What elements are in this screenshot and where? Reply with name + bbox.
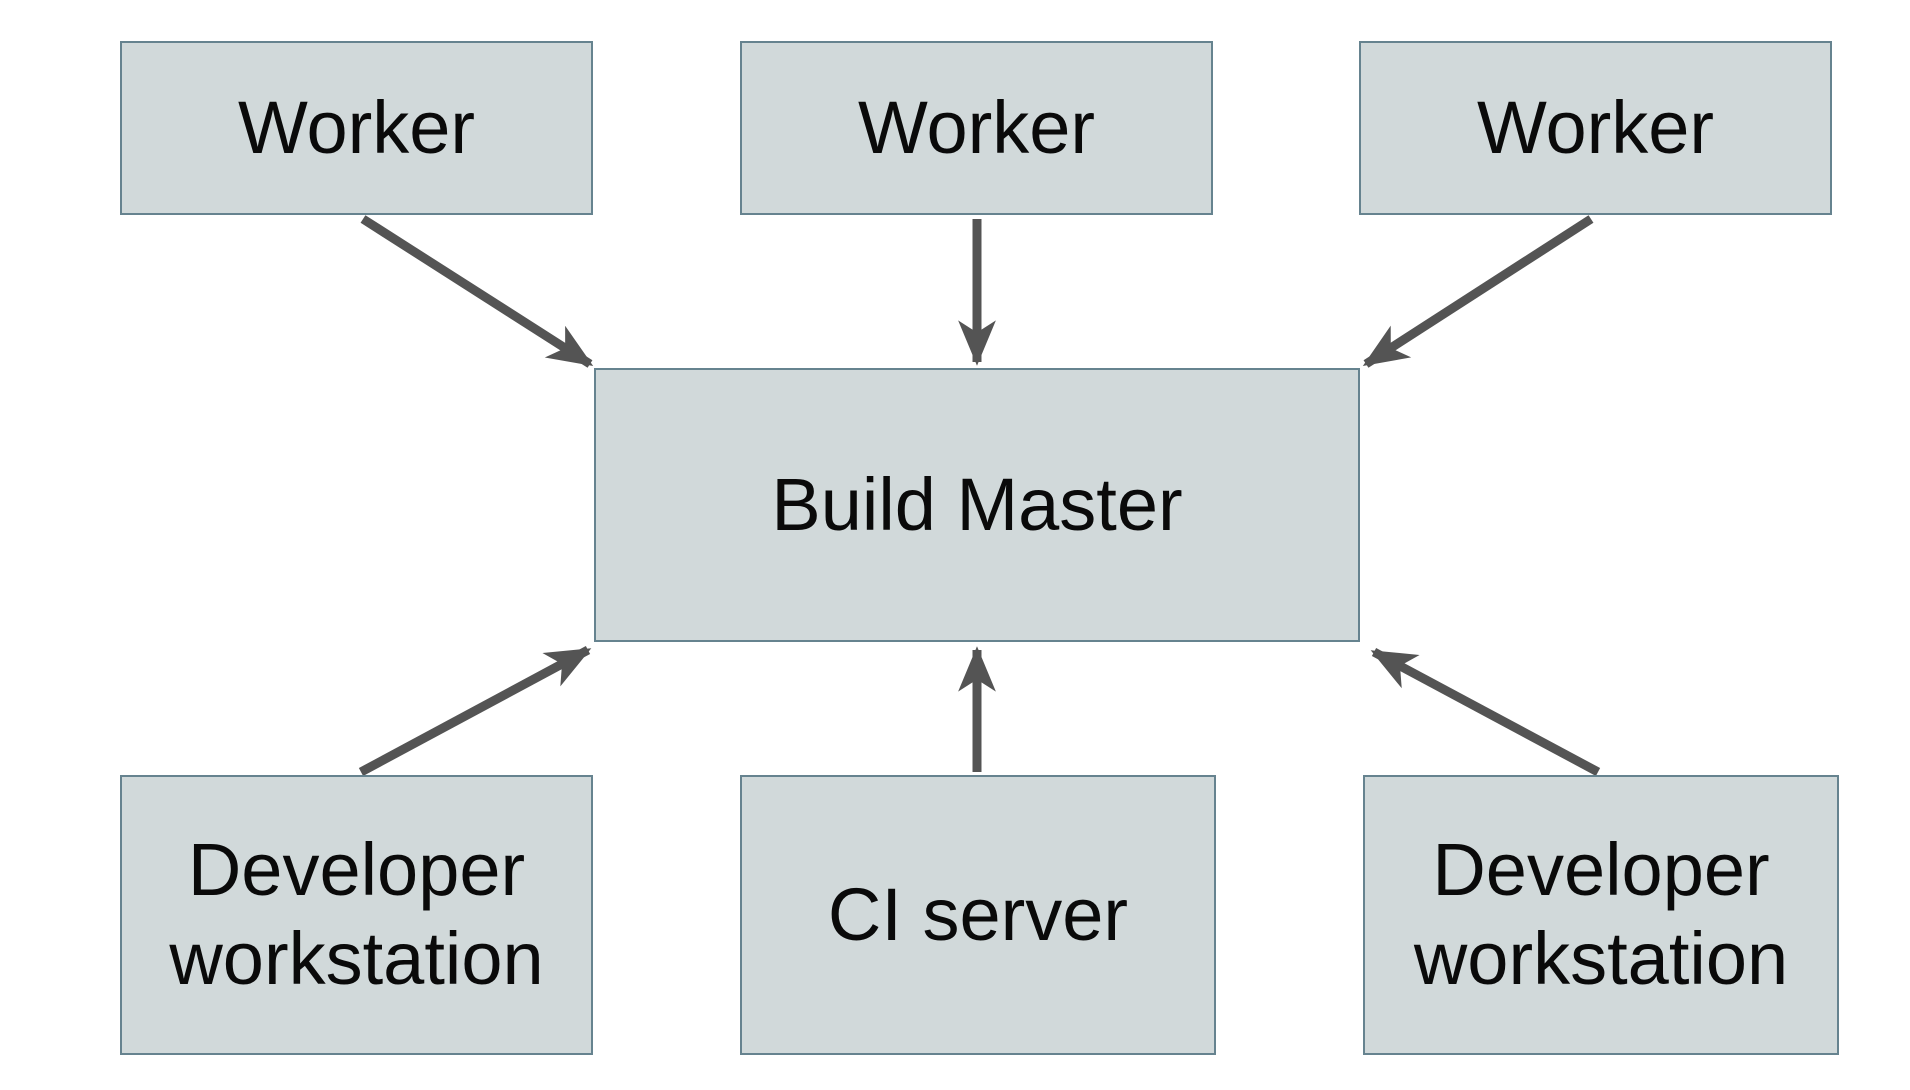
node-worker-1: Worker bbox=[120, 41, 593, 215]
node-developer-workstation-left: Developer workstation bbox=[120, 775, 593, 1055]
arrow-worker-3-to-build-master bbox=[1362, 215, 1594, 368]
arrow-worker-1-to-build-master bbox=[360, 215, 594, 368]
node-worker-3: Worker bbox=[1359, 41, 1832, 215]
node-developer-workstation-left-label: Developer workstation bbox=[169, 828, 544, 1000]
node-worker-2: Worker bbox=[740, 41, 1213, 215]
arrow-dev-left-to-build-master bbox=[358, 646, 592, 776]
node-build-master: Build Master bbox=[594, 368, 1360, 642]
arrow-dev-right-to-build-master bbox=[1370, 648, 1601, 776]
node-worker-3-label: Worker bbox=[1476, 85, 1715, 169]
node-worker-2-label: Worker bbox=[857, 85, 1096, 169]
node-ci-server-label: CI server bbox=[827, 872, 1129, 956]
node-developer-workstation-right: Developer workstation bbox=[1363, 775, 1839, 1055]
node-worker-1-label: Worker bbox=[237, 85, 476, 169]
node-developer-workstation-right-label: Developer workstation bbox=[1413, 828, 1789, 1000]
node-ci-server: CI server bbox=[740, 775, 1216, 1055]
node-build-master-label: Build Master bbox=[771, 462, 1183, 546]
